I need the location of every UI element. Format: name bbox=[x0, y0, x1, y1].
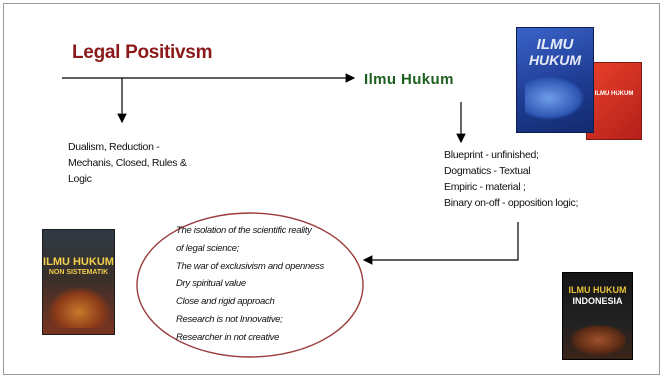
book-blue-title-2: HUKUM bbox=[528, 52, 582, 68]
book-indonesia-title-1: ILMU HUKUM bbox=[568, 285, 627, 295]
ellipse-line: Dry spiritual value bbox=[176, 278, 246, 290]
ellipse-line: of legal science; bbox=[176, 242, 240, 254]
left-line: Mechanis, Closed, Rules & bbox=[68, 157, 187, 169]
left-line: Logic bbox=[68, 173, 92, 185]
book-cover-blue: ILMU HUKUM bbox=[516, 27, 594, 133]
book-red-title: ILMU HUKUM bbox=[594, 91, 634, 97]
right-line: Blueprint - unfinished; bbox=[444, 149, 539, 161]
right-text-block: Blueprint - unfinished; Dogmatics - Text… bbox=[444, 147, 634, 211]
right-line: Dogmatics - Textual bbox=[444, 165, 531, 177]
book-indonesia-title-2: INDONESIA bbox=[572, 296, 623, 306]
book-cover-red: ILMU HUKUM bbox=[586, 62, 642, 140]
book-cover-indonesia: ILMU HUKUM INDONESIA bbox=[562, 272, 633, 360]
ellipse-line: Research is not Innovative; bbox=[176, 313, 283, 325]
ellipse-outline bbox=[136, 212, 364, 358]
legal-positivism-title: Legal Positivsm bbox=[72, 42, 213, 63]
back-arrow bbox=[362, 222, 519, 265]
book-blue-art bbox=[525, 76, 585, 120]
book-indonesia-art bbox=[571, 325, 626, 355]
ellipse-line: The isolation of the scientific reality bbox=[176, 225, 312, 236]
book-left-art bbox=[49, 288, 109, 328]
right-line: Binary on-off - opposition logic; bbox=[444, 197, 579, 209]
book-blue-title-1: ILMU bbox=[536, 36, 574, 53]
ellipse-line: Close and rigid approach bbox=[176, 296, 275, 308]
left-text-block: Dualism, Reduction - Mechanis, Closed, R… bbox=[68, 139, 218, 187]
left-line: Dualism, Reduction - bbox=[68, 141, 160, 153]
ilmu-hukum-title: Ilmu Hukum bbox=[364, 71, 454, 88]
right-line: Empiric - material ; bbox=[444, 181, 526, 193]
ellipse-line: Researcher in not creative bbox=[176, 331, 280, 343]
ellipse-text-block: The isolation of the scientific reality … bbox=[176, 222, 361, 347]
ellipse-line: The war of exclusivism and openness bbox=[176, 260, 324, 272]
book-left-title-1: ILMU HUKUM bbox=[43, 256, 114, 268]
book-left-title-2: NON SISTEMATIK bbox=[48, 269, 109, 276]
book-cover-left: ILMU HUKUM NON SISTEMATIK bbox=[42, 229, 115, 335]
